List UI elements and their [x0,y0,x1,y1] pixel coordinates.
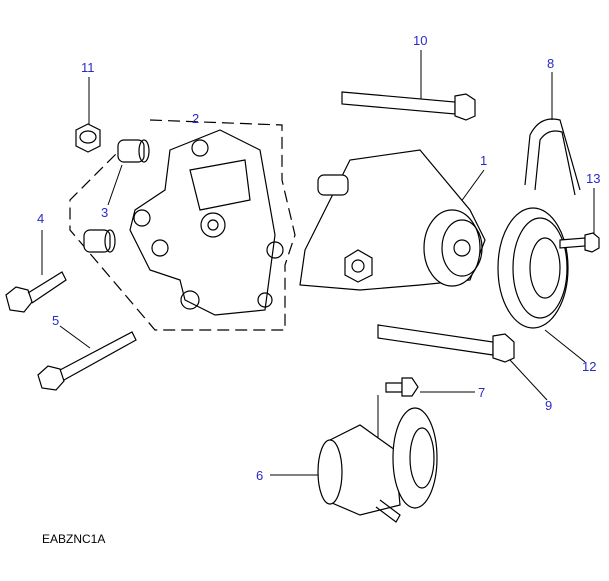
pump-pulley [497,207,569,329]
callout-5: 5 [52,313,60,328]
belt-tensioner [317,407,438,523]
callout-12: 12 [582,359,597,374]
callout-13: 13 [586,171,601,186]
mounting-bracket [129,129,284,316]
bracket-group-outline [69,119,296,331]
pulley-bolt [559,232,600,253]
tensioner-bolt [385,377,419,397]
nut [75,123,101,153]
callout-4: 4 [37,211,45,226]
leader-lines [41,50,595,476]
long-bolt-left [37,331,137,391]
callout-9: 9 [545,398,553,413]
callout-11: 11 [81,60,95,75]
diagram-reference-code: EABZNC1A [42,532,106,546]
callout-1: 1 [480,153,488,168]
pump-bolt [377,324,515,363]
callout-3: 3 [101,205,109,220]
callout-10: 10 [413,33,428,48]
long-bolt-top [341,91,476,121]
dowel-sleeves [83,139,150,253]
callout-7: 7 [478,385,486,400]
callout-2: 2 [192,111,200,126]
callout-8: 8 [547,56,555,71]
power-steering-pump [299,149,486,291]
callout-6: 6 [256,468,264,483]
drive-belt [524,118,581,196]
short-bolt [5,271,67,313]
